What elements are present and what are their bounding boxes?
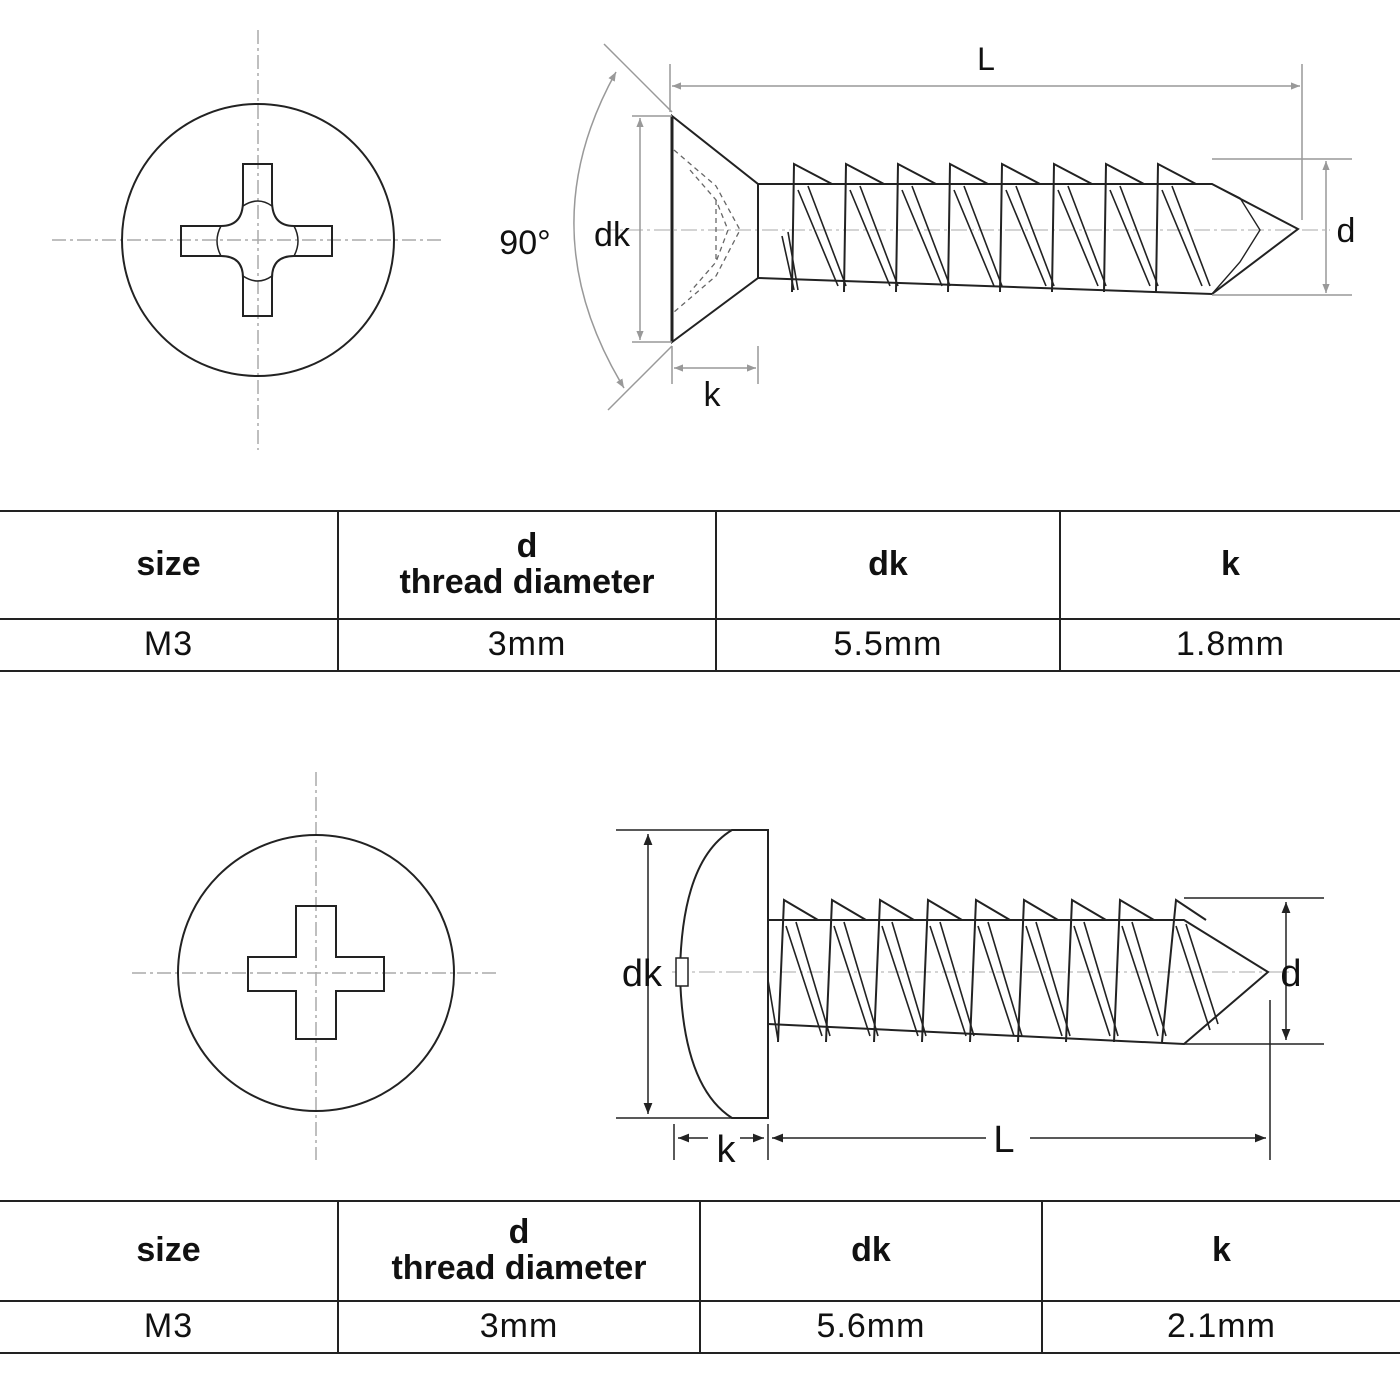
header-d-description: thread diameter (399, 563, 655, 601)
cell-d: 3mm (337, 1300, 701, 1354)
header-dk: dk (715, 510, 1061, 620)
pan-dimension-label-thread-diameter: d (1280, 953, 1301, 995)
cell-d: 3mm (337, 618, 717, 672)
table-row: M3 3mm 5.5mm 1.8mm (0, 618, 1400, 672)
header-d-symbol: d (516, 527, 538, 566)
pan-head-screw-side-view-icon (616, 829, 1324, 1160)
countersunk-spec-table: size d thread diameter dk k M3 3mm 5.5mm… (0, 510, 1400, 672)
header-size: size (0, 1200, 339, 1302)
header-size: size (0, 510, 339, 620)
pan-dimension-label-head-diameter: dk (622, 953, 663, 995)
header-dk: dk (699, 1200, 1043, 1302)
phillips-countersunk-head-top-view-icon (52, 30, 442, 450)
countersunk-screw-side-view-icon (573, 43, 1352, 411)
cell-k: 1.8mm (1059, 618, 1400, 672)
cell-dk: 5.6mm (699, 1300, 1043, 1354)
dimension-label-thread-diameter: d (1337, 212, 1356, 250)
header-d-description: thread diameter (391, 1249, 647, 1287)
cell-size: M3 (0, 618, 339, 672)
dimension-label-head-diameter: dk (594, 216, 631, 254)
table-header-row: size d thread diameter dk k (0, 1200, 1400, 1302)
header-k: k (1059, 510, 1400, 620)
dimension-label-head-height: k (704, 376, 722, 414)
header-k: k (1041, 1200, 1400, 1302)
header-thread-diameter: d thread diameter (337, 1200, 701, 1302)
pan-head-spec-table: size d thread diameter dk k M3 3mm 5.6mm… (0, 1200, 1400, 1354)
pan-dimension-label-head-height: k (717, 1129, 737, 1171)
phillips-pan-head-top-view-icon (132, 772, 498, 1160)
dimension-label-head-angle: 90° (499, 224, 550, 262)
cell-k: 2.1mm (1041, 1300, 1400, 1354)
header-d-symbol: d (508, 1213, 530, 1252)
table-header-row: size d thread diameter dk k (0, 510, 1400, 620)
table-row: M3 3mm 5.6mm 2.1mm (0, 1300, 1400, 1354)
dimension-label-length: L (977, 41, 995, 77)
header-thread-diameter: d thread diameter (337, 510, 717, 620)
cell-dk: 5.5mm (715, 618, 1061, 672)
cell-size: M3 (0, 1300, 339, 1354)
pan-dimension-label-length: L (993, 1119, 1014, 1161)
